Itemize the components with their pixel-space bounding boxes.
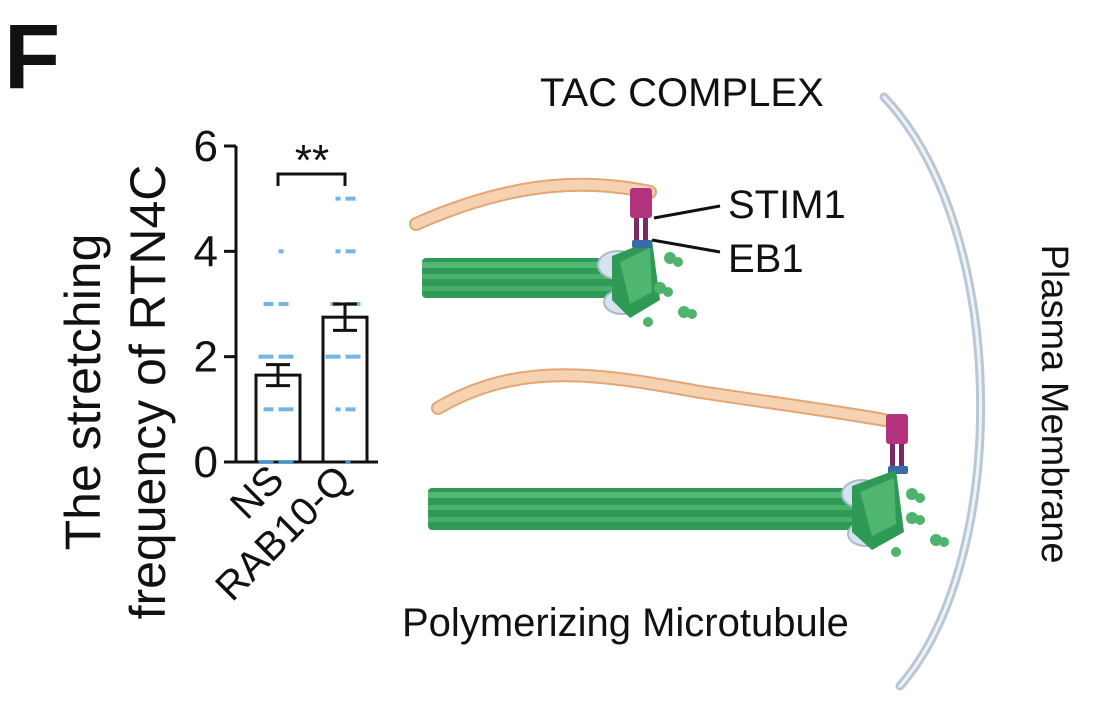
data-point — [345, 460, 351, 464]
data-point — [263, 460, 269, 464]
data-point — [350, 407, 356, 412]
data-point — [350, 249, 356, 254]
y-axis-label-line1: The stretching — [55, 234, 111, 551]
microtubule-lower — [428, 470, 904, 550]
plasma-membrane-arc-inner — [882, 95, 983, 688]
data-point — [263, 407, 269, 412]
data-point — [268, 354, 274, 359]
data-point — [263, 354, 269, 359]
microtubule-upper — [422, 240, 660, 318]
data-point — [288, 460, 294, 464]
y-tick-label: 2 — [194, 333, 218, 382]
data-point — [335, 354, 341, 359]
data-point — [268, 460, 274, 464]
er-tubule-upper-fill — [411, 179, 655, 229]
stim1-pointer — [653, 204, 721, 220]
data-point — [278, 460, 284, 464]
eb1-dimers-lower — [891, 488, 949, 557]
plasma-membrane-label: Plasma Membrane — [1033, 245, 1075, 564]
data-point — [288, 407, 294, 412]
data-point — [283, 302, 289, 306]
data-point — [345, 407, 351, 412]
panel-letter: F — [4, 6, 60, 108]
data-point — [335, 249, 341, 254]
data-point — [283, 407, 289, 412]
bar-ns — [254, 373, 302, 464]
tac-complex-label: TAC COMPLEX — [540, 71, 824, 115]
data-point — [258, 354, 264, 359]
data-point — [288, 354, 294, 359]
data-point — [283, 354, 289, 359]
data-point — [278, 407, 284, 412]
stim1-label: STIM1 — [728, 183, 846, 227]
data-point — [283, 460, 289, 464]
y-tick-label: 6 — [194, 122, 218, 171]
data-point — [268, 302, 274, 306]
data-point — [355, 354, 361, 359]
eb1-label: EB1 — [728, 237, 804, 281]
data-point — [263, 302, 269, 306]
significance-label: ** — [295, 136, 329, 185]
data-point — [330, 354, 336, 359]
eb1-pointer — [651, 238, 721, 254]
data-point — [258, 460, 264, 464]
data-point — [355, 302, 361, 306]
data-point — [350, 196, 356, 201]
eb1-dimers-upper — [643, 252, 697, 327]
data-point — [325, 354, 331, 359]
data-point — [350, 354, 356, 359]
significance-bracket — [276, 172, 347, 186]
y-tick-label: 4 — [194, 227, 218, 276]
y-tick-label: 0 — [194, 438, 218, 487]
stim1-upper — [630, 188, 652, 248]
data-point — [345, 354, 351, 359]
data-point — [278, 354, 284, 359]
data-point — [345, 196, 351, 201]
data-point — [278, 302, 284, 306]
polymerizing-microtubule-label: Polymerizing Microtubule — [402, 601, 849, 645]
bar-rab10-q — [321, 315, 369, 464]
plasma-membrane-arc — [879, 92, 986, 691]
data-point — [335, 196, 341, 201]
stim1-lower — [886, 414, 908, 474]
data-point — [335, 407, 341, 412]
y-axis-label-line2: frequency of RTN4C — [120, 165, 176, 620]
data-point — [268, 407, 274, 412]
data-point — [278, 249, 284, 254]
er-tubule-lower-fill — [433, 370, 889, 425]
data-point — [345, 249, 351, 254]
